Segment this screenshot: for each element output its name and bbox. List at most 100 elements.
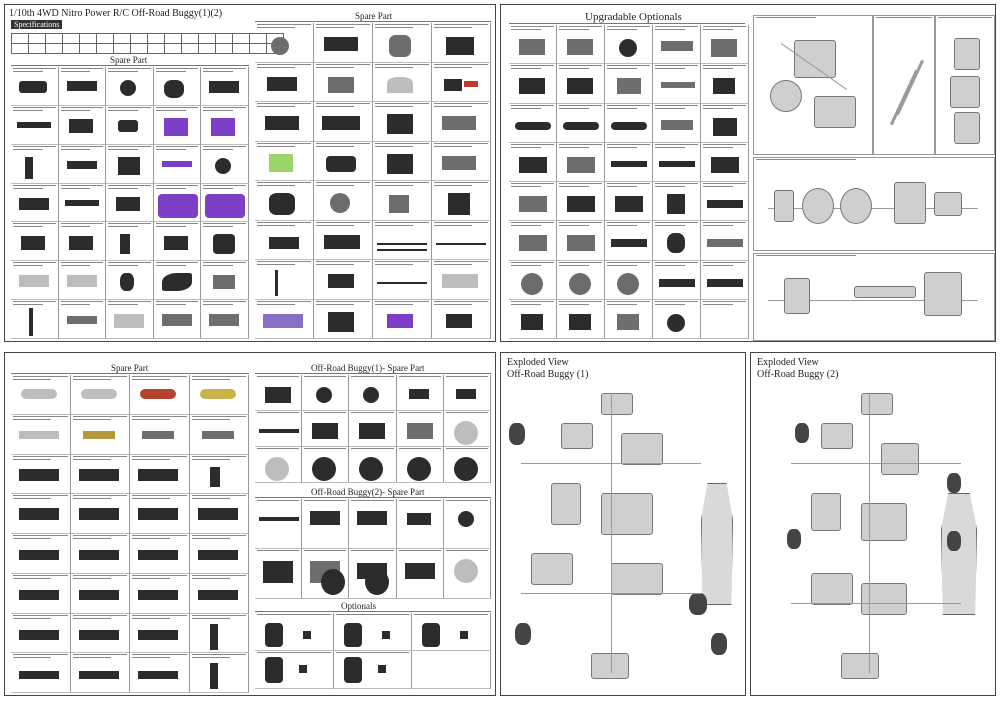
- hardware-grid: [11, 375, 249, 693]
- list-item: [373, 181, 432, 221]
- optional-assembly-box-4: [753, 157, 995, 251]
- wheel: [711, 633, 727, 655]
- list-item: [396, 499, 444, 549]
- list-item: [557, 260, 605, 300]
- list-item: [11, 183, 59, 223]
- buggy1-spare-heading: Off-Road Buggy(1)- Spare Part: [311, 363, 425, 373]
- exploded-title-2: Exploded View: [757, 357, 819, 368]
- list-item: [130, 454, 190, 495]
- panel-spare-parts-catalog: 1/10th 4WD Nitro Power R/C Off-Road Bugg…: [4, 4, 496, 342]
- list-item: [58, 222, 107, 262]
- list-item: [432, 260, 491, 300]
- list-item: [255, 102, 314, 142]
- list-item: [557, 221, 605, 261]
- list-item: [605, 260, 653, 300]
- list-item: [557, 103, 605, 143]
- list-item: [255, 613, 334, 651]
- list-item: [255, 499, 303, 549]
- list-item: [349, 411, 397, 447]
- list-item: [255, 447, 303, 483]
- list-item: [70, 534, 130, 574]
- list-item: [557, 25, 605, 65]
- wheel: [689, 593, 707, 615]
- optional-assembly-box-3: [935, 15, 995, 155]
- list-item: [443, 549, 491, 599]
- list-item: [255, 141, 314, 181]
- buggy2-spare-grid: [255, 499, 491, 599]
- list-item: [373, 220, 432, 260]
- list-item: [255, 549, 303, 599]
- list-item: [11, 105, 59, 145]
- buggy2-spare-heading: Off-Road Buggy(2)- Spare Part: [311, 487, 425, 497]
- list-item: [373, 260, 432, 300]
- optionals-title: Upgradable Optionals: [585, 11, 682, 23]
- list-item: [11, 67, 59, 106]
- list-item: [201, 261, 249, 301]
- list-item: [333, 613, 413, 651]
- list-item: [653, 260, 701, 300]
- optional-assembly-box-2: [873, 15, 935, 155]
- list-item: [396, 549, 444, 599]
- list-item: [153, 222, 202, 262]
- list-item: [153, 144, 202, 184]
- list-item: [509, 182, 557, 222]
- wheel-1: [321, 569, 345, 595]
- list-item: [314, 299, 373, 339]
- list-item: [701, 142, 749, 182]
- exploded-subtitle-1: Off-Road Buggy (1): [507, 369, 589, 380]
- list-item: [106, 144, 154, 184]
- list-item: [201, 222, 249, 262]
- list-item: [201, 144, 249, 184]
- buggy1-spare-grid: [255, 375, 491, 483]
- list-item: [396, 447, 444, 483]
- list-item: [432, 102, 491, 142]
- list-item: [130, 414, 190, 455]
- list-item: [70, 375, 130, 415]
- list-item: [11, 144, 59, 184]
- list-item: [432, 181, 491, 221]
- list-item: [509, 103, 557, 143]
- list-item: [255, 260, 314, 300]
- list-item: [11, 222, 59, 262]
- list-item: [189, 414, 249, 455]
- list-item: [557, 142, 605, 182]
- list-item: [432, 299, 491, 339]
- upgradable-optionals-grid: [509, 25, 749, 339]
- wheel-2: [365, 569, 389, 595]
- list-item: [106, 300, 154, 339]
- list-item: [130, 573, 190, 614]
- spare-part-grid-right: [255, 23, 491, 339]
- list-item: [373, 141, 432, 181]
- list-item: [653, 221, 701, 261]
- list-item: [201, 300, 249, 339]
- panel-exploded-view-2: Exploded View Off-Road Buggy (2): [750, 352, 996, 696]
- list-item: [314, 102, 373, 142]
- list-item: [443, 499, 491, 549]
- optionals-grid: [255, 613, 491, 689]
- list-item: [189, 534, 249, 574]
- panel-exploded-view-1: Exploded View Off-Road Buggy (1): [500, 352, 746, 696]
- list-item: [443, 375, 491, 411]
- list-item: [432, 141, 491, 181]
- list-item: [189, 375, 249, 415]
- list-item: [255, 220, 314, 260]
- list-item: [130, 534, 190, 574]
- list-item: [130, 653, 190, 693]
- panel-upgradable-optionals: Upgradable Optionals: [500, 4, 996, 342]
- list-item: [412, 613, 491, 651]
- list-item: [302, 447, 350, 483]
- list-item: [11, 653, 71, 693]
- list-item: [605, 221, 653, 261]
- list-item: [314, 260, 373, 300]
- list-item: [653, 299, 701, 339]
- list-item: [701, 103, 749, 143]
- list-item: [255, 411, 303, 447]
- list-item: [349, 447, 397, 483]
- list-item: [106, 261, 154, 301]
- list-item: [509, 299, 557, 339]
- list-item: [255, 62, 314, 102]
- specifications-label: Specifications: [11, 20, 63, 29]
- list-item: [255, 23, 314, 63]
- list-item: [373, 102, 432, 142]
- list-item: [11, 494, 71, 534]
